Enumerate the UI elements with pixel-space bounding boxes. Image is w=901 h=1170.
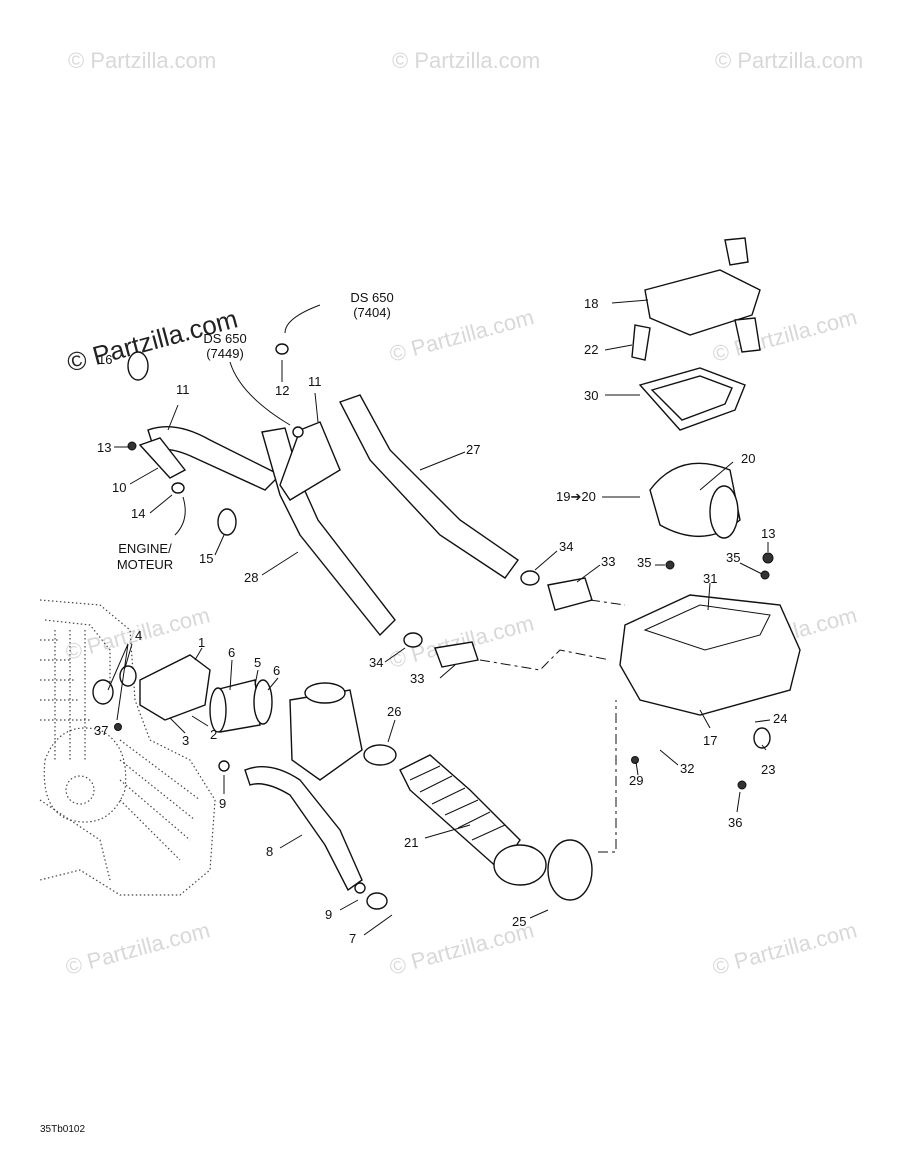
callout-9: 9: [219, 796, 226, 811]
routing-lines: [479, 599, 626, 853]
variant-model: DS 650: [203, 331, 246, 346]
clamps: [114, 343, 593, 910]
hose-8: [244, 766, 363, 892]
coupler-33: [547, 577, 593, 611]
callout-7: 7: [349, 931, 356, 946]
engine-label-line: MOTEUR: [117, 557, 173, 572]
callout-8: 8: [266, 844, 273, 859]
callout-34: 34: [369, 655, 383, 670]
callout-33: 33: [410, 671, 424, 686]
tube-28-branch: [279, 421, 341, 501]
tube-27: [339, 394, 519, 579]
variant-labels: DS 650 (7404) DS 650 (7449): [203, 290, 393, 361]
callout-11: 11: [308, 374, 322, 389]
callout-17: 17: [703, 733, 717, 748]
airbox: [619, 594, 801, 716]
watermark: © Partzilla.com: [715, 48, 863, 73]
airbox-assembly: [619, 237, 801, 790]
carburetor-assembly: [92, 654, 593, 901]
callout-11: 11: [176, 382, 190, 397]
callout-27: 27: [466, 442, 480, 457]
clip-22: [631, 324, 651, 361]
watermark: © Partzilla.com: [387, 304, 537, 367]
callout-6: 6: [273, 663, 280, 678]
callout-29: 29: [629, 773, 643, 788]
callout-1: 1: [198, 635, 205, 650]
callout-5: 5: [254, 655, 261, 670]
callout-30: 30: [584, 388, 598, 403]
seal-30: [638, 367, 746, 431]
leader-lines: [107, 299, 771, 936]
variant-code: (7449): [206, 346, 244, 361]
engine-label: ENGINE/ MOTEUR: [117, 541, 173, 572]
callout-19-20: 19➔20: [556, 489, 596, 504]
callout-34: 34: [559, 539, 573, 554]
variant-model: DS 650: [350, 290, 393, 305]
callout-13: 13: [97, 440, 111, 455]
callout-31: 31: [703, 571, 717, 586]
drawing-code: 35Tb0102: [40, 1124, 85, 1135]
callout-21: 21: [404, 835, 418, 850]
callout-18: 18: [584, 296, 598, 311]
callout-16: 16: [98, 352, 112, 367]
callout-32: 32: [680, 761, 694, 776]
cover-18: [644, 269, 761, 336]
callout-20: 20: [741, 451, 755, 466]
callout-28: 28: [244, 570, 258, 585]
adaptor-1: [139, 654, 211, 721]
callout-9: 9: [325, 907, 332, 922]
watermark: © Partzilla.com: [68, 48, 216, 73]
callout-13: 13: [761, 526, 775, 541]
watermark: © Partzilla.com: [392, 48, 540, 73]
callout-15: 15: [199, 551, 213, 566]
callout-23: 23: [761, 762, 775, 777]
callout-12: 12: [275, 383, 289, 398]
callout-24: 24: [773, 711, 787, 726]
engine-label-line: ENGINE/: [118, 541, 172, 556]
callout-4: 4: [135, 628, 142, 643]
engine-drawing: [39, 599, 216, 896]
tubes: [138, 394, 521, 892]
watermark: © Partzilla.com: [63, 917, 213, 980]
watermarks: © Partzilla.com © Partzilla.com © Partzi…: [63, 48, 863, 980]
hose-10: [138, 437, 187, 479]
callout-35: 35: [726, 550, 740, 565]
watermark: © Partzilla.com: [710, 917, 860, 980]
callout-25: 25: [512, 914, 526, 929]
callout-6: 6: [228, 645, 235, 660]
callout-35: 35: [637, 555, 651, 570]
callout-33: 33: [601, 554, 615, 569]
callout-26: 26: [387, 704, 401, 719]
callout-22: 22: [584, 342, 598, 357]
callouts: 16 11 11 12 13 10 14 15 28 27 18 22 30 2…: [94, 296, 787, 946]
variant-code: (7404): [353, 305, 391, 320]
callout-36: 36: [728, 815, 742, 830]
callout-10: 10: [112, 480, 126, 495]
callout-37: 37: [94, 723, 108, 738]
callout-2: 2: [210, 727, 217, 742]
callout-3: 3: [182, 733, 189, 748]
callout-14: 14: [131, 506, 145, 521]
